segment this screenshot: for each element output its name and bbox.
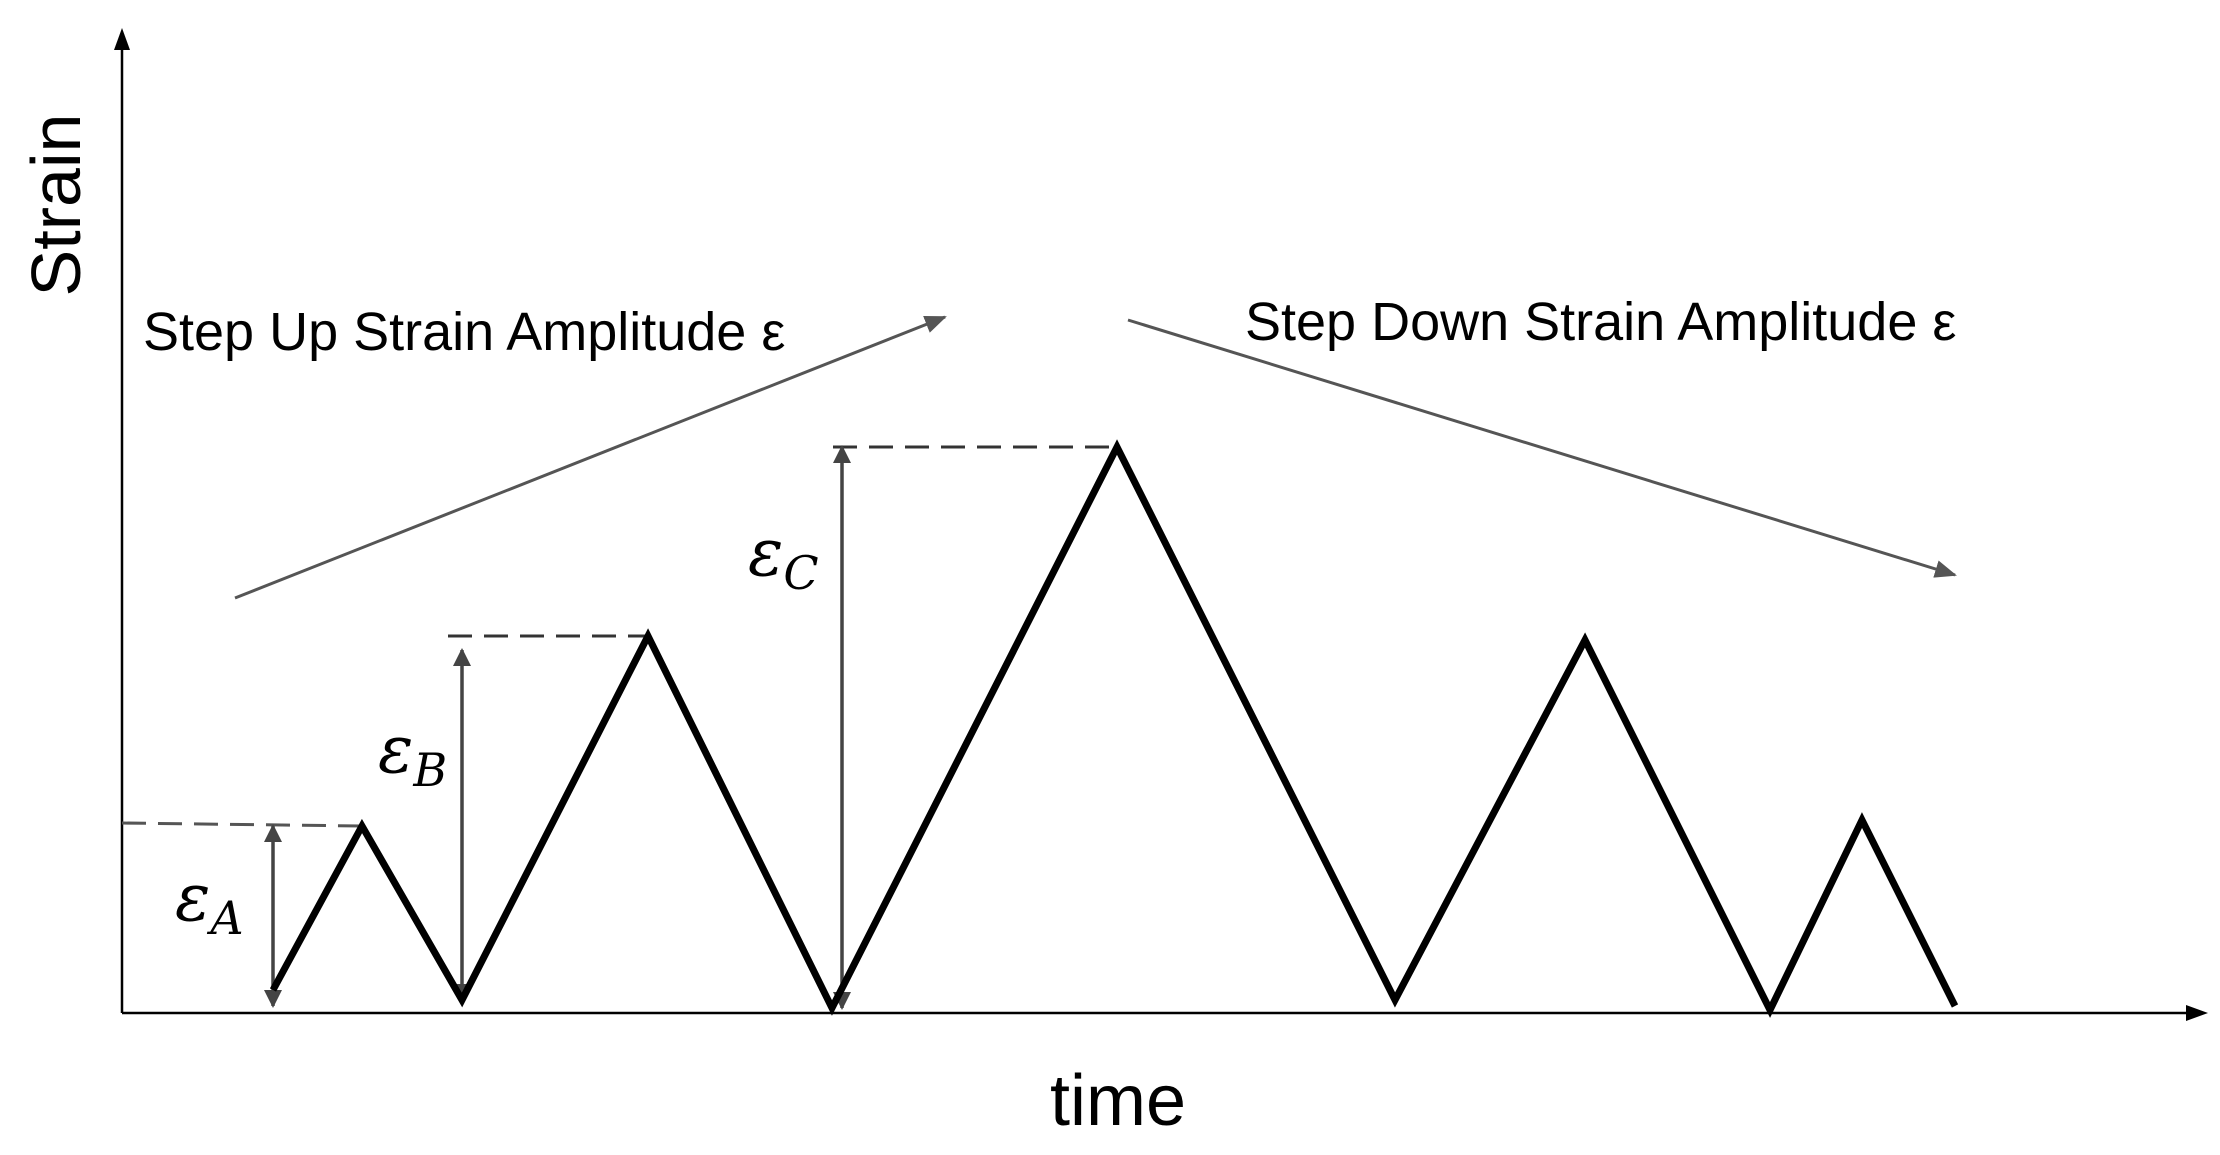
amplitude-a-symbol: ε — [175, 859, 210, 936]
amplitude-a-subscript: A — [206, 891, 243, 945]
step-up-trend-arrow — [234, 315, 947, 600]
amplitude-b-subscript: B — [412, 743, 447, 797]
y-axis-arrowhead — [114, 28, 130, 50]
amplitude-c-symbol: ε — [748, 514, 783, 591]
step-down-label: Step Down Strain Amplitude ε — [1245, 292, 1956, 352]
amplitude-c-subscript: C — [783, 546, 818, 600]
x-axis-label: time — [1050, 1061, 1186, 1141]
x-axis-arrowhead — [2186, 1005, 2208, 1021]
amplitude-a-label: εA — [175, 859, 244, 945]
y-axis-label: Strain — [17, 114, 95, 297]
step-up-label: Step Up Strain Amplitude ε — [143, 302, 785, 362]
amplitude-a-reference-line — [121, 821, 363, 828]
step-down-trend-arrow — [1127, 318, 1957, 578]
strain-waveform — [269, 439, 1959, 1018]
amplitude-b-symbol: ε — [378, 711, 413, 788]
amplitude-b-label: εB — [378, 711, 447, 797]
amplitude-c-label: εC — [748, 514, 819, 600]
